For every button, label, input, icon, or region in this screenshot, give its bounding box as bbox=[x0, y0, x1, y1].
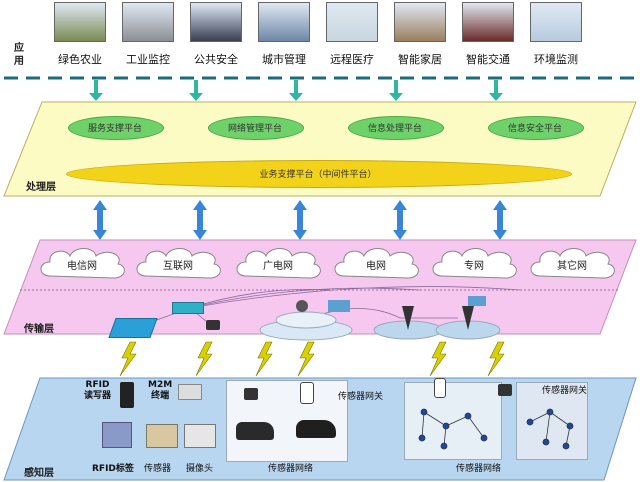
network-cloud: 专网 bbox=[428, 244, 520, 284]
platform-network-management bbox=[208, 116, 304, 140]
network-cloud-label: 广电网 bbox=[263, 261, 293, 272]
sensor-network-2-label: 传感器网络 bbox=[456, 464, 502, 474]
camera-image bbox=[184, 424, 216, 448]
app-label: 绿色农业 bbox=[58, 53, 102, 66]
app-label: 工业监控 bbox=[126, 53, 170, 66]
sensor-mesh-graph bbox=[526, 408, 574, 450]
sensor-network-2-panel bbox=[404, 382, 502, 460]
network-cloud: 其它网 bbox=[526, 244, 618, 284]
platform-information-processing-label: 信息处理平台 bbox=[367, 124, 422, 134]
network-cloud-label: 电网 bbox=[366, 261, 386, 272]
platform-service-support-label: 服务支撑平台 bbox=[87, 124, 142, 134]
middleware-platform bbox=[66, 160, 572, 188]
base-station-cluster-2 bbox=[373, 296, 501, 340]
factory-tower-photo bbox=[122, 2, 174, 42]
gateway-device-icon bbox=[300, 382, 314, 404]
m2m-terminal-label: M2M 终端 bbox=[148, 380, 173, 401]
router-icon bbox=[108, 318, 158, 338]
base-station-cluster-1 bbox=[259, 300, 353, 341]
app-label: 城市管理 bbox=[262, 53, 306, 66]
processing-transport-arrows bbox=[93, 200, 507, 240]
control-room-photo bbox=[190, 2, 242, 42]
application-layer-label: 应 用 bbox=[14, 43, 24, 67]
farm-field-photo bbox=[54, 2, 106, 42]
vehicle-icon bbox=[236, 422, 274, 440]
middleware-platform-label: 业务支撑平台（中间件平台） bbox=[259, 170, 377, 180]
network-cloud-label: 专网 bbox=[464, 261, 484, 272]
network-cloud: 互联网 bbox=[132, 244, 224, 284]
platform-information-security-label: 信息安全平台 bbox=[507, 124, 562, 134]
m2m-terminal-icon bbox=[178, 384, 202, 400]
switch-icon bbox=[172, 302, 204, 314]
vehicle-icon bbox=[296, 420, 336, 438]
camera-label: 摄像头 bbox=[186, 464, 214, 474]
platform-information-security bbox=[488, 116, 584, 140]
platform-information-processing bbox=[348, 116, 444, 140]
sensor-gateway-1-label: 传感器网关 bbox=[338, 392, 384, 402]
app-label: 智能家居 bbox=[398, 53, 442, 66]
platform-service-support bbox=[68, 116, 164, 140]
medical-device-photo bbox=[326, 2, 378, 42]
rfid-tag-image bbox=[102, 422, 132, 448]
wireless-ap-icon bbox=[206, 320, 220, 330]
rfid-reader-icon bbox=[120, 382, 134, 408]
app-label: 公共安全 bbox=[194, 53, 238, 66]
sensor-network-1-label: 传感器网络 bbox=[268, 464, 314, 474]
gateway-device-icon bbox=[434, 378, 446, 398]
sensor-image bbox=[146, 424, 178, 448]
network-cloud: 电信网 bbox=[36, 244, 128, 284]
sensor-mesh-graph bbox=[418, 408, 488, 450]
wireless-ap-icon bbox=[244, 388, 258, 400]
platform-network-management-label: 网络管理平台 bbox=[227, 124, 282, 134]
rfid-reader-label: RFID 读写器 bbox=[84, 380, 112, 401]
weather-station-photo bbox=[530, 2, 582, 42]
sensor-label: 传感器 bbox=[144, 464, 172, 474]
app-label: 远程医疗 bbox=[330, 53, 374, 66]
sensor-gateway-2-label: 传感器网关 bbox=[542, 386, 588, 396]
layer-separator-dashed bbox=[4, 76, 640, 80]
app-to-processing-arrows bbox=[89, 80, 503, 101]
wireless-ap-icon bbox=[498, 384, 512, 396]
house-photo bbox=[394, 2, 446, 42]
app-label: 智能交通 bbox=[466, 53, 510, 66]
rfid-tag-label: RFID标签 bbox=[92, 464, 134, 474]
app-label: 环境监测 bbox=[534, 53, 578, 66]
network-cloud: 广电网 bbox=[232, 244, 324, 284]
city-skyline-photo bbox=[258, 2, 310, 42]
transport-layer-label: 传输层 bbox=[24, 324, 54, 335]
truck-photo bbox=[462, 2, 514, 42]
network-cloud: 电网 bbox=[330, 244, 422, 284]
processing-layer-label: 处理层 bbox=[26, 182, 56, 193]
wireless-link-bolts bbox=[119, 341, 505, 377]
network-cloud-label: 其它网 bbox=[557, 261, 587, 272]
network-cloud-label: 互联网 bbox=[163, 261, 193, 272]
network-cloud-label: 电信网 bbox=[67, 261, 97, 272]
perception-layer-label: 感知层 bbox=[24, 468, 54, 479]
